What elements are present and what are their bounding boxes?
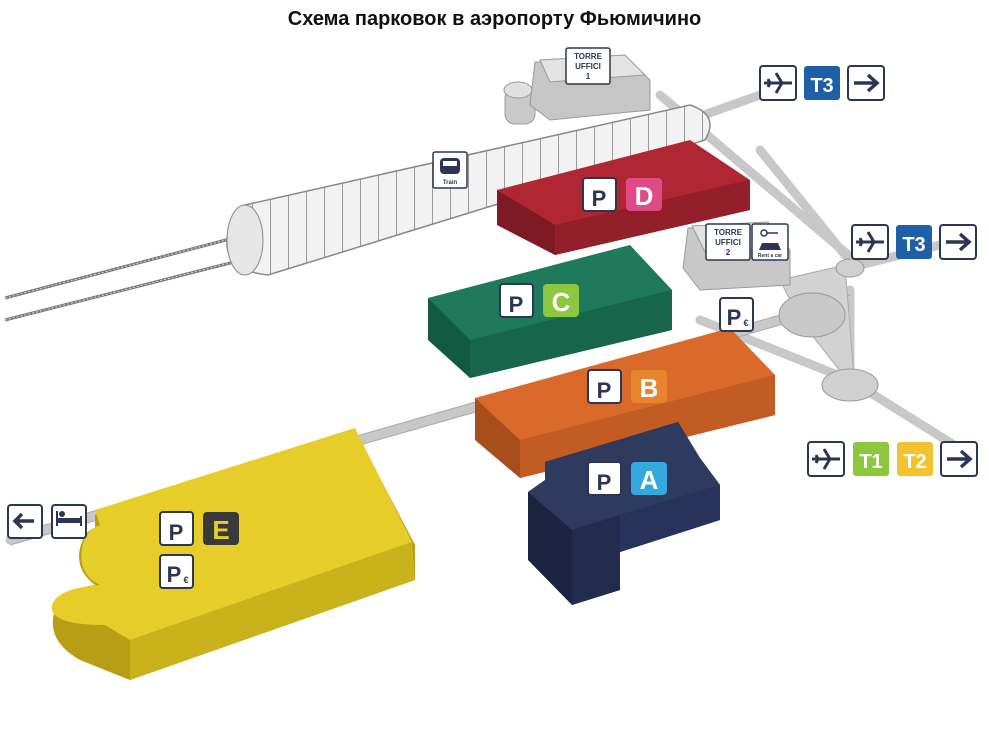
railway-tracks <box>4 233 251 322</box>
euro-icon: € <box>183 575 188 585</box>
left-exit-sign <box>7 504 87 539</box>
parking-b-badge <box>631 370 667 403</box>
parking-c-label: P C <box>499 283 579 318</box>
svg-text:TORRE: TORRE <box>574 52 603 61</box>
parking-e-letter: E <box>212 515 229 545</box>
plane-icon <box>764 72 792 94</box>
paid-parking-letter: P <box>167 562 182 587</box>
arrow-right-icon <box>854 73 880 93</box>
parking-a-building <box>528 422 720 605</box>
svg-text:TORRE: TORRE <box>714 228 743 237</box>
svg-text:UFFICI: UFFICI <box>715 238 741 247</box>
map-title: Схема парковок в аэропорту Фьюмичино <box>287 8 702 30</box>
direction-sign-top: T3 <box>759 65 885 101</box>
svg-text:T2: T2 <box>903 451 926 473</box>
parking-icon <box>159 511 194 546</box>
plane-icon <box>856 231 884 253</box>
terminal-t1-badge <box>853 442 889 476</box>
parking-c-badge <box>543 284 579 317</box>
parking-c-letter: C <box>552 287 571 317</box>
parking-icon-letter: P <box>597 378 612 403</box>
parking-icon-letter: P <box>169 520 184 545</box>
parking-icon-letter: P <box>509 292 524 317</box>
parking-d-building <box>497 140 750 255</box>
parking-d-letter: D <box>635 181 654 211</box>
paid-parking-letter: P <box>727 305 742 330</box>
train-icon <box>440 158 460 174</box>
parking-c-building <box>428 245 672 378</box>
svg-text:Rent a car: Rent a car <box>758 253 782 259</box>
parking-a-label: P A <box>587 461 667 496</box>
svg-text:T1: T1 <box>859 451 882 473</box>
arrow-left-icon <box>12 512 34 530</box>
parking-b-label: P B <box>587 369 667 404</box>
parking-d-badge <box>626 178 662 211</box>
direction-sign-bottom: T1 T2 <box>807 441 978 477</box>
svg-text:2: 2 <box>726 248 731 257</box>
parking-e-badge <box>203 512 239 545</box>
terminal-t3-badge <box>804 66 840 100</box>
train-sign: Train <box>432 151 468 189</box>
parking-icon <box>587 369 622 404</box>
svg-text:Train: Train <box>443 180 458 186</box>
arrow-right-icon <box>947 449 973 469</box>
svg-text:1: 1 <box>586 72 591 81</box>
parking-icon <box>582 177 617 212</box>
arrow-right-icon <box>946 232 972 252</box>
svg-text:UFFICI: UFFICI <box>575 62 601 71</box>
parking-icon-letter: P <box>597 470 612 495</box>
euro-icon: € <box>743 318 748 328</box>
tower-2-label: TORRE UFFICI 2 <box>705 223 751 261</box>
direction-sign-middle: T3 <box>851 224 977 260</box>
svg-text:T3: T3 <box>810 75 833 97</box>
parking-icon <box>587 461 622 496</box>
terminal-t3-badge <box>896 225 932 259</box>
paid-parking-icon <box>159 554 194 589</box>
parking-e-label: P E P € <box>159 511 239 589</box>
car-key-icon <box>759 229 781 250</box>
plane-icon <box>812 448 840 470</box>
hotel-icon <box>56 511 82 526</box>
roundabout <box>778 258 879 402</box>
svg-text:T3: T3 <box>902 234 925 256</box>
parking-e-building <box>51 428 416 680</box>
parking-a-badge <box>631 462 667 495</box>
parking-icon <box>499 283 534 318</box>
terminal-t2-badge <box>897 442 933 476</box>
parking-d-label: P D <box>582 177 662 212</box>
paid-parking-sign: P € <box>719 297 754 332</box>
train-station <box>226 104 711 276</box>
tower-1-label: TORRE UFFICI 1 <box>565 47 611 85</box>
parking-b-letter: B <box>640 373 659 403</box>
rent-a-car-sign: Rent a car <box>751 223 789 261</box>
parking-icon-letter: P <box>592 186 607 211</box>
parking-a-letter: A <box>640 465 659 495</box>
